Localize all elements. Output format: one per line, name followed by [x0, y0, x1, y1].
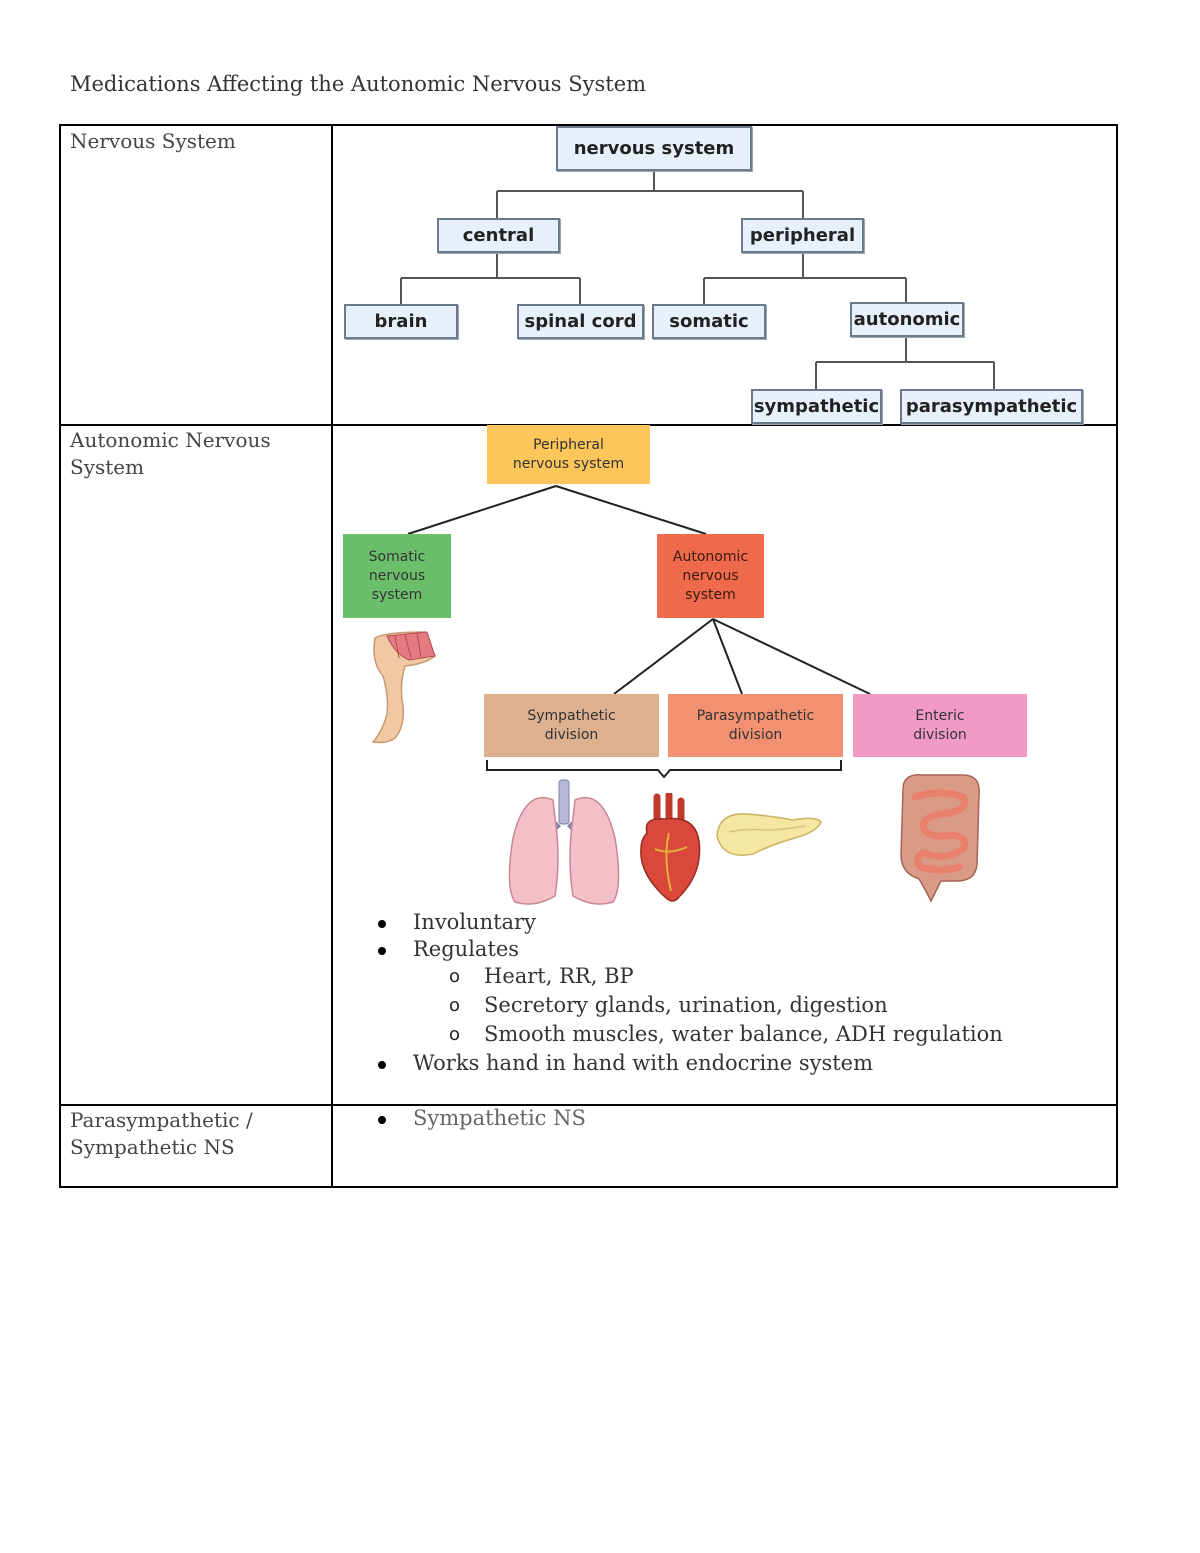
table-border-left: [59, 124, 61, 1188]
sub-bullet-marker: o: [449, 1024, 461, 1045]
sub-bullet-marker: o: [449, 995, 461, 1016]
ans-node-sympathetic: Sympathetic division: [484, 694, 659, 757]
tree-node-brain: brain: [344, 304, 458, 339]
bullet-dot: [378, 1116, 386, 1124]
table-border-top: [59, 124, 1118, 126]
note-regulates: Regulates: [413, 937, 520, 961]
table-divider-2: [59, 1104, 1118, 1106]
tree-node-peripheral: peripheral: [741, 218, 864, 253]
bullet-dot: [378, 920, 386, 928]
bullet-dot: [378, 1061, 386, 1069]
tree-node-spinal-cord: spinal cord: [517, 304, 644, 339]
note-heart-rr-bp: Heart, RR, BP: [484, 964, 634, 988]
row-label-para-sympathetic: Parasympathetic / Sympathetic NS: [70, 1108, 253, 1159]
sub-bullet-marker: o: [449, 966, 461, 987]
table-border-bottom: [59, 1186, 1118, 1188]
tree-node-central: central: [437, 218, 560, 253]
ans-node-peripheral: Peripheral nervous system: [487, 425, 650, 484]
ans-node-autonomic: Autonomic nervous system: [657, 534, 764, 618]
ans-diagram-connectors: [407, 485, 871, 779]
tree-node-nervous-system: nervous system: [556, 126, 752, 171]
table-border-right: [1116, 124, 1118, 1188]
table-column-divider: [331, 124, 333, 1188]
intestine-illustration: [900, 774, 980, 903]
row-label-autonomic-nervous-system: Autonomic Nervous System: [70, 428, 271, 479]
leg-illustration: [371, 631, 436, 744]
heart-illustration: [640, 793, 701, 902]
tree-node-autonomic: autonomic: [850, 302, 964, 337]
note-secretory-glands: Secretory glands, urination, digestion: [484, 993, 888, 1017]
ans-node-enteric: Enteric division: [853, 694, 1027, 757]
note-sympathetic-ns: Sympathetic NS: [413, 1106, 586, 1130]
ans-node-parasympathetic: Parasympathetic division: [668, 694, 843, 757]
pancreas-illustration: [716, 813, 822, 856]
note-endocrine: Works hand in hand with endocrine system: [413, 1051, 874, 1075]
ans-node-somatic: Somatic nervous system: [343, 534, 451, 618]
bullet-dot: [378, 947, 386, 955]
note-smooth-muscles: Smooth muscles, water balance, ADH regul…: [484, 1022, 1003, 1046]
note-involuntary: Involuntary: [413, 910, 536, 934]
row-label-nervous-system: Nervous System: [70, 129, 236, 153]
tree-node-somatic: somatic: [652, 304, 766, 339]
nervous-tree-connectors: [400, 171, 995, 390]
tree-node-sympathetic: sympathetic: [751, 389, 882, 424]
tree-node-parasympathetic: parasympathetic: [900, 389, 1083, 424]
document-title: Medications Affecting the Autonomic Nerv…: [70, 72, 647, 96]
lungs-illustration: [508, 779, 620, 905]
